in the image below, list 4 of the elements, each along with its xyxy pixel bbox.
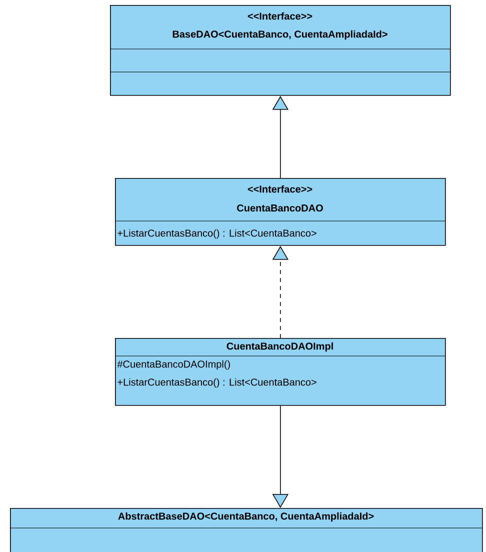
class-box: AbstractBaseDAO<CuentaBanco, CuentaAmpliadaId> — [10, 508, 483, 552]
class-box: <<Interface>> CuentaBancoDAO +ListarCuentasBanco() : List<CuentaBanco> — [114, 178, 446, 246]
class-box: <<Interface>> BaseDAO<CuentaBanco, CuentaAmpliadaId> — [110, 5, 451, 96]
class-box: CuentaBancoDAOImpl #CuentaBancoDAOImpl() +ListarCuentasBanco() : List<CuentaBanco> — [114, 338, 446, 406]
